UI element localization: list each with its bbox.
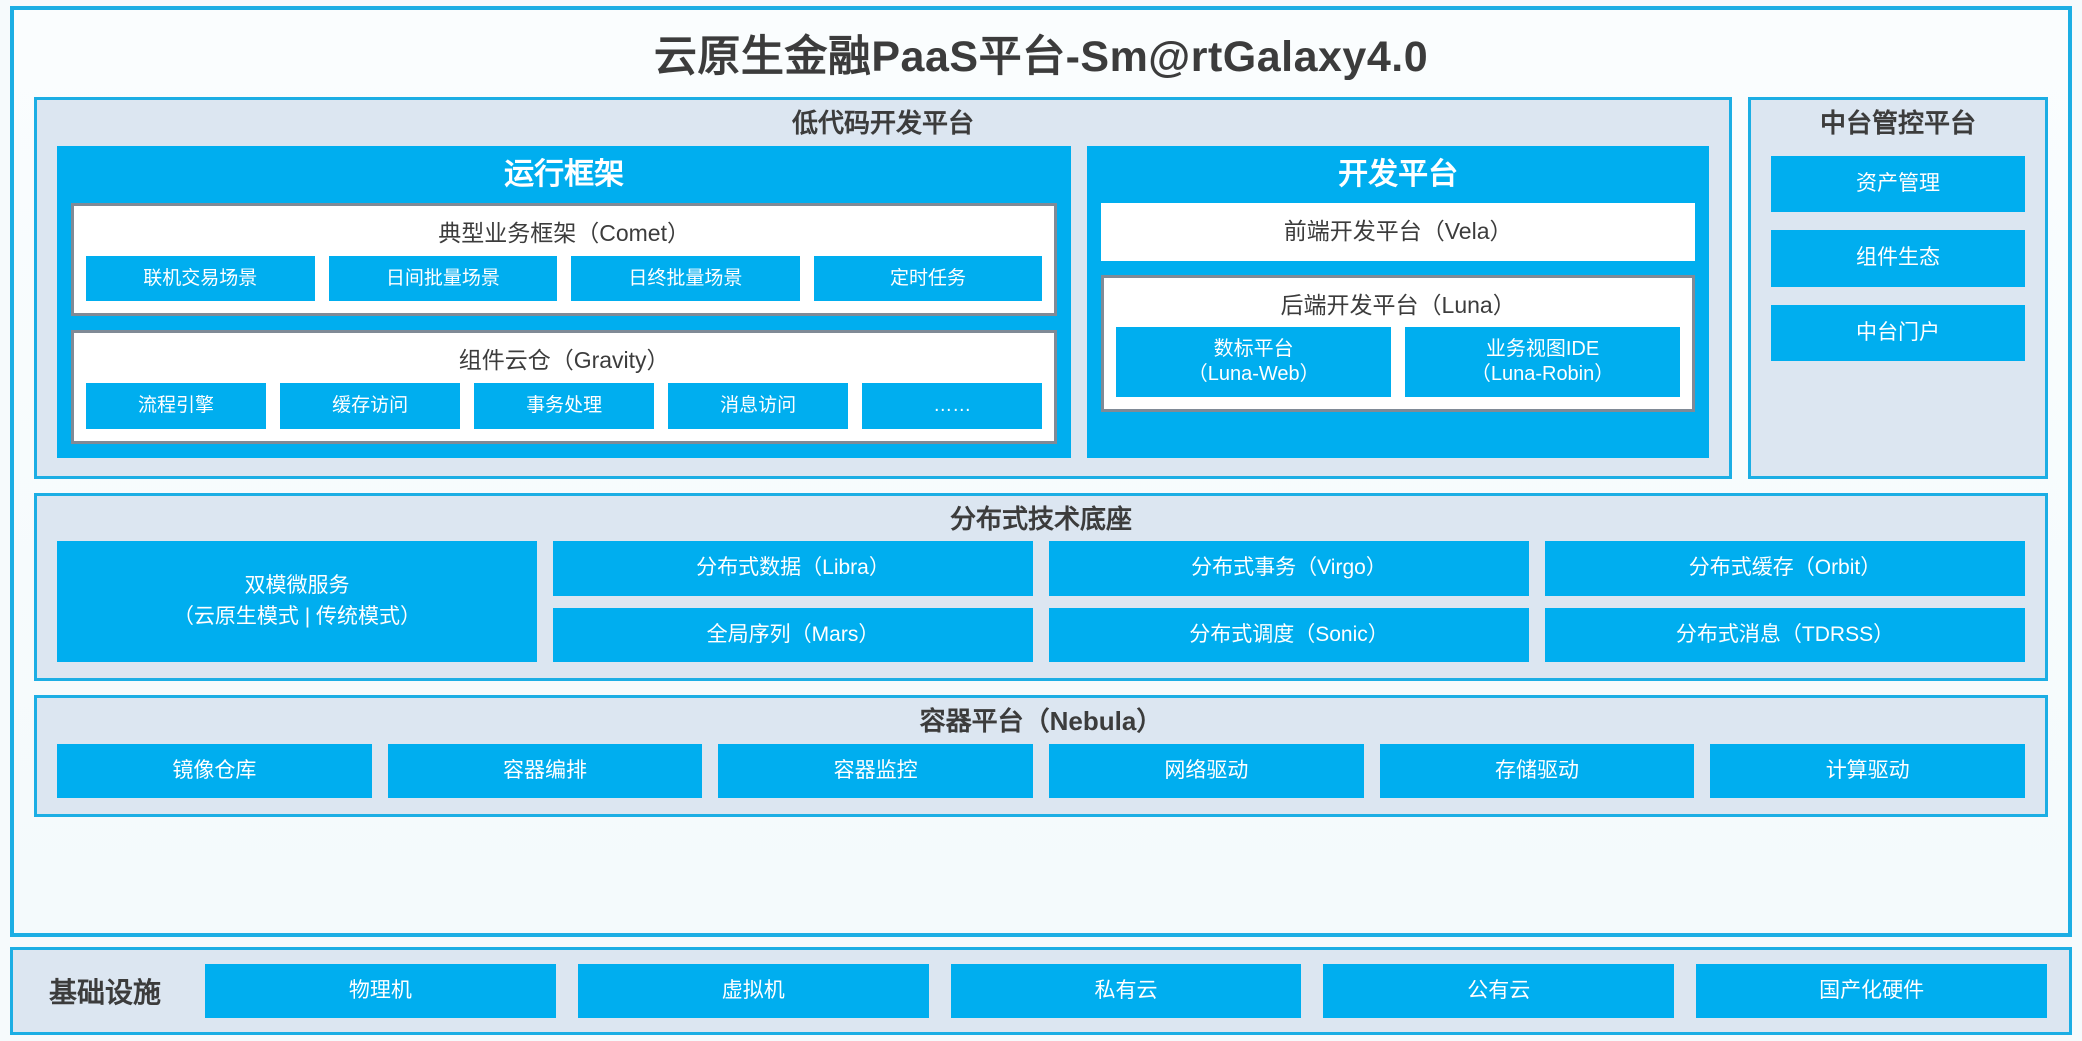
- chip-container-orchestration[interactable]: 容器编排: [387, 743, 703, 799]
- chip-distributed-transaction-virgo[interactable]: 分布式事务（Virgo）: [1049, 541, 1529, 596]
- gravity-title: 组件云仓（Gravity）: [458, 347, 670, 374]
- page-title: 云原生金融PaaS平台-Sm@rtGalaxy4.0: [653, 33, 1429, 81]
- backend-dev-platform-title: 后端开发平台（Luna）: [1280, 291, 1516, 318]
- chip-dual-mode-microservice-line2: （云原生模式 | 传统模式）: [172, 604, 422, 628]
- comet-title: 典型业务框架（Comet）: [438, 220, 690, 247]
- chip-message-access[interactable]: 消息访问: [668, 382, 849, 429]
- runtime-framework-card: 运行框架 典型业务框架（Comet） 联机交易场景 日间批量场景 日终批量场景 …: [57, 146, 1072, 458]
- runtime-framework-title: 运行框架: [504, 158, 625, 192]
- chip-luna-robin[interactable]: 业务视图IDE （Luna-Robin）: [1405, 327, 1680, 398]
- chip-transaction-processing[interactable]: 事务处理: [474, 382, 655, 429]
- chip-process-engine[interactable]: 流程引擎: [86, 382, 267, 429]
- chip-luna-web-line2: （Luna-Web）: [1187, 363, 1320, 386]
- chip-storage-driver[interactable]: 存储驱动: [1379, 743, 1695, 799]
- chip-container-monitoring[interactable]: 容器监控: [718, 743, 1034, 799]
- chip-image-repository[interactable]: 镜像仓库: [57, 743, 372, 799]
- chip-distributed-scheduling-sonic[interactable]: 分布式调度（Sonic）: [1049, 607, 1529, 662]
- chip-distributed-data-libra[interactable]: 分布式数据（Libra）: [553, 541, 1033, 596]
- chip-dual-mode-microservice-line1: 双模微服务: [244, 574, 350, 598]
- backend-dev-platform-luna-group: 后端开发平台（Luna） 数标平台 （Luna-Web）: [1101, 274, 1695, 413]
- chip-luna-web-line1: 数标平台: [1213, 338, 1294, 361]
- dist-column-data: 分布式数据（Libra） 全局序列（Mars）: [553, 541, 1033, 662]
- chip-compute-driver[interactable]: 计算驱动: [1710, 743, 2026, 799]
- chip-public-cloud[interactable]: 公有云: [1323, 963, 1675, 1018]
- chip-luna-web[interactable]: 数标平台 （Luna-Web）: [1116, 327, 1392, 398]
- infrastructure-label: 基础设施: [49, 976, 162, 1008]
- chip-luna-robin-line1: 业务视图IDE: [1485, 338, 1600, 361]
- dist-column-transaction: 分布式事务（Virgo） 分布式调度（Sonic）: [1049, 541, 1529, 662]
- distributed-tech-base-body: 双模微服务 （云原生模式 | 传统模式） 分布式数据（Libra） 全局序列（M…: [37, 541, 2045, 678]
- chip-intraday-batch-scenario[interactable]: 日间批量场景: [328, 255, 558, 302]
- top-row: 低代码开发平台 运行框架 典型业务框架（Comet） 联机交易场景 日间批量场景…: [34, 97, 2048, 479]
- chip-more-ellipsis[interactable]: ……: [862, 382, 1043, 429]
- chip-scheduled-task[interactable]: 定时任务: [813, 255, 1043, 302]
- distributed-tech-base-panel: 分布式技术底座 双模微服务 （云原生模式 | 传统模式） 分布式数据（Libra…: [34, 492, 2048, 681]
- chip-online-transaction-scenario[interactable]: 联机交易场景: [86, 255, 315, 302]
- dist-column-microservice: 双模微服务 （云原生模式 | 传统模式）: [57, 541, 537, 662]
- gravity-group: 组件云仓（Gravity） 流程引擎 缓存访问 事务处理 消息访问 ……: [71, 330, 1058, 444]
- chip-virtual-machine[interactable]: 虚拟机: [577, 963, 929, 1018]
- chip-luna-robin-line2: （Luna-Robin）: [1470, 363, 1615, 386]
- lowcode-platform-body: 运行框架 典型业务框架（Comet） 联机交易场景 日间批量场景 日终批量场景 …: [37, 146, 1729, 475]
- infrastructure-panel: 基础设施 物理机 虚拟机 私有云 公有云 国产化硬件: [10, 946, 2072, 1035]
- chip-cache-access[interactable]: 缓存访问: [280, 382, 461, 429]
- luna-chip-list: 数标平台 （Luna-Web） 业务视图IDE （Luna-Robin）: [1116, 327, 1680, 398]
- chip-dual-mode-microservice[interactable]: 双模微服务 （云原生模式 | 传统模式）: [57, 541, 537, 662]
- middle-control-chip-list: 资产管理 组件生态 中台门户: [1751, 146, 2045, 475]
- distributed-tech-base-title: 分布式技术底座: [949, 503, 1132, 534]
- container-platform-title: 容器平台（Nebula）: [919, 705, 1163, 736]
- chip-component-ecosystem[interactable]: 组件生态: [1771, 230, 2025, 287]
- lowcode-platform-title: 低代码开发平台: [791, 108, 974, 139]
- comet-chip-list: 联机交易场景 日间批量场景 日终批量场景 定时任务: [86, 255, 1043, 302]
- dist-column-cache: 分布式缓存（Orbit） 分布式消息（TDRSS）: [1545, 541, 2025, 662]
- platform-main-container: 云原生金融PaaS平台-Sm@rtGalaxy4.0 低代码开发平台 运行框架 …: [10, 6, 2072, 937]
- chip-distributed-message-tdrss[interactable]: 分布式消息（TDRSS）: [1545, 607, 2025, 662]
- comet-group: 典型业务框架（Comet） 联机交易场景 日间批量场景 日终批量场景 定时任务: [71, 203, 1058, 317]
- chip-network-driver[interactable]: 网络驱动: [1049, 743, 1364, 799]
- container-platform-panel: 容器平台（Nebula） 镜像仓库 容器编排 容器监控 网络驱动 存储驱动 计算…: [34, 694, 2048, 818]
- chip-middle-platform-portal[interactable]: 中台门户: [1771, 304, 2025, 361]
- middle-control-platform-title: 中台管控平台: [1819, 108, 1976, 139]
- chip-distributed-cache-orbit[interactable]: 分布式缓存（Orbit）: [1545, 541, 2025, 596]
- chip-physical-machine[interactable]: 物理机: [205, 963, 556, 1018]
- chip-asset-management[interactable]: 资产管理: [1771, 156, 2025, 213]
- chip-domestic-hardware[interactable]: 国产化硬件: [1696, 963, 2047, 1018]
- chip-global-sequence-mars[interactable]: 全局序列（Mars）: [553, 607, 1033, 662]
- development-platform-card: 开发平台 前端开发平台（Vela） 后端开发平台（Luna） 数标平台 （Lun…: [1087, 146, 1709, 458]
- chip-eod-batch-scenario[interactable]: 日终批量场景: [571, 255, 800, 302]
- middle-control-platform-panel: 中台管控平台 资产管理 组件生态 中台门户: [1748, 97, 2048, 479]
- chip-private-cloud[interactable]: 私有云: [950, 963, 1302, 1018]
- lowcode-platform-panel: 低代码开发平台 运行框架 典型业务框架（Comet） 联机交易场景 日间批量场景…: [34, 97, 1732, 479]
- gravity-chip-list: 流程引擎 缓存访问 事务处理 消息访问 ……: [86, 382, 1043, 429]
- development-platform-title: 开发平台: [1338, 158, 1459, 192]
- container-platform-chip-list: 镜像仓库 容器编排 容器监控 网络驱动 存储驱动 计算驱动: [37, 743, 2045, 814]
- frontend-dev-platform-vela[interactable]: 前端开发平台（Vela）: [1101, 203, 1695, 261]
